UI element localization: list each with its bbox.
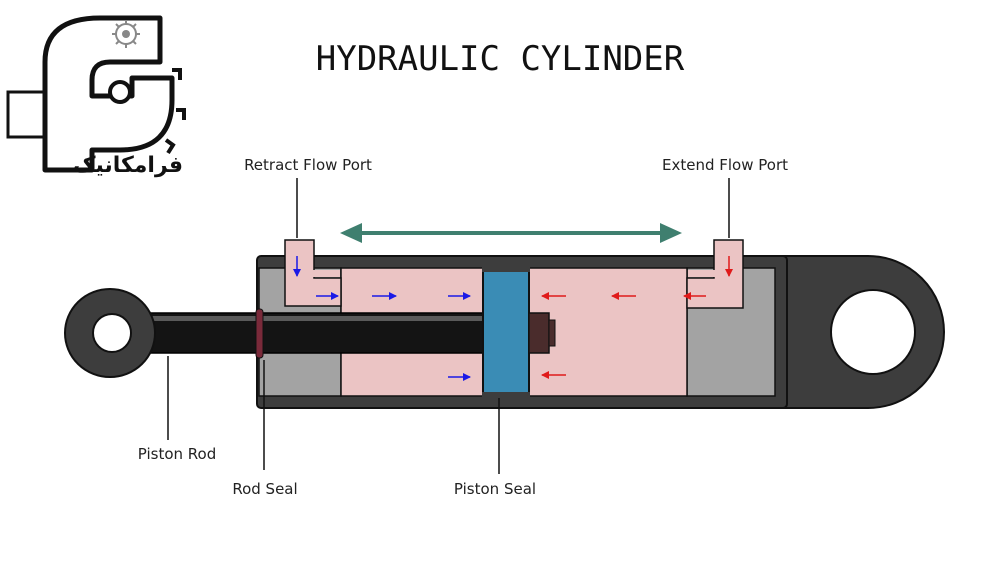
label-retract-flow-port: Retract Flow Port: [244, 156, 372, 174]
piston-rod: [149, 312, 487, 354]
rear-mount-hole: [830, 289, 916, 375]
label-piston-rod: Piston Rod: [138, 445, 216, 463]
flow-arrows-extend: [541, 256, 733, 379]
leader-lines: [167, 178, 730, 474]
rod-eye: [64, 288, 156, 378]
piston-nut-tip: [548, 319, 556, 347]
piston-seal-bottom: [482, 392, 530, 398]
gear-icon: [112, 20, 140, 48]
retract-port-fill: [286, 270, 340, 277]
label-extend-flow-port: Extend Flow Port: [662, 156, 788, 174]
piston-nut: [528, 312, 550, 354]
diagram-title: HYDRAULIC CYLINDER: [316, 39, 685, 79]
company-logo: فرامکانیک: [6, 15, 186, 178]
rod-seal: [255, 308, 264, 359]
motion-arrow: [340, 223, 682, 243]
logo-tab: [6, 90, 50, 139]
piston-seal-top: [482, 266, 530, 272]
logo-gear-teeth: [164, 68, 186, 155]
logo-mark: [42, 15, 175, 173]
piston: [482, 267, 530, 397]
logo-text: فرامکانیک: [73, 153, 183, 178]
label-piston-seal: Piston Seal: [454, 480, 536, 498]
logo-inner-circle: [108, 80, 132, 104]
flow-arrows-retract: [293, 256, 471, 381]
label-rod-seal: Rod Seal: [232, 480, 297, 498]
extend-port-fill: [688, 270, 742, 277]
